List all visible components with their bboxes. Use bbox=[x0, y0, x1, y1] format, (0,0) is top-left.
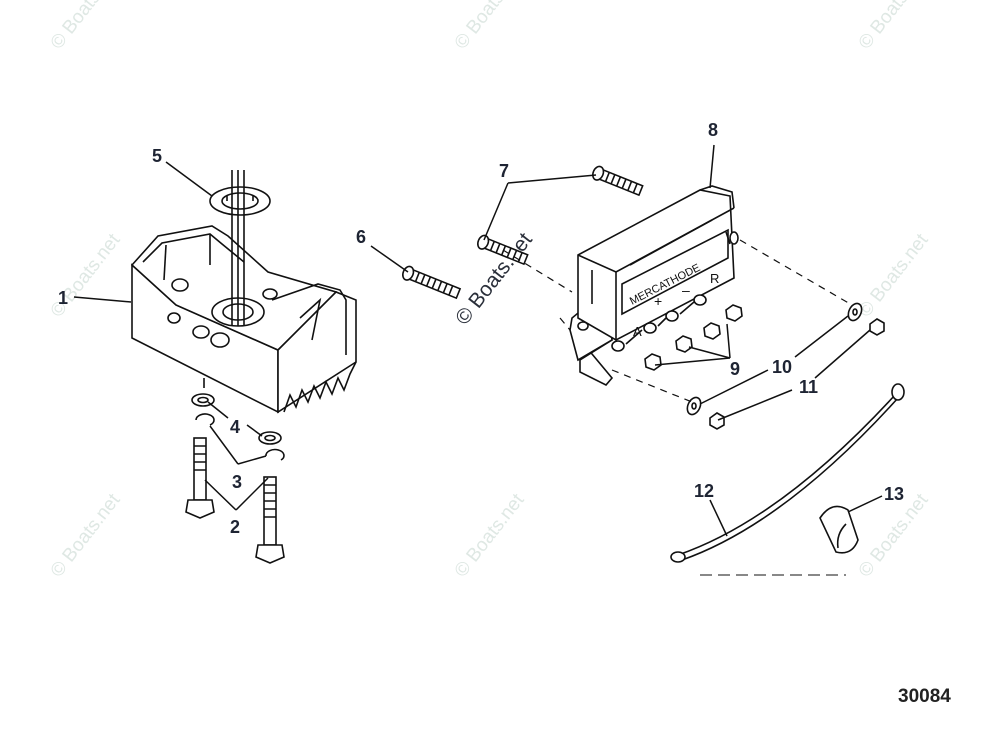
callout-13: 13 bbox=[884, 484, 905, 504]
bracket-part bbox=[130, 225, 357, 414]
callout-2: 2 bbox=[230, 517, 241, 537]
callout-4: 4 bbox=[230, 417, 241, 437]
terminal-label-a: A bbox=[633, 324, 642, 339]
callout-12: 12 bbox=[694, 481, 715, 501]
callout-10: 10 bbox=[772, 357, 793, 377]
callout-6: 6 bbox=[356, 227, 367, 247]
nuts bbox=[644, 304, 743, 371]
figure-number: 30084 bbox=[898, 686, 951, 707]
callout-1: 1 bbox=[58, 288, 69, 308]
cap-part bbox=[819, 505, 859, 554]
grommet-part bbox=[209, 170, 271, 326]
callout-11: 11 bbox=[799, 377, 819, 397]
terminal-label-r: R bbox=[710, 271, 719, 286]
callout-8: 8 bbox=[708, 120, 719, 140]
mercathode-controller bbox=[569, 185, 739, 386]
terminal-label-minus: – bbox=[682, 282, 690, 298]
terminal-label-plus: + bbox=[654, 293, 662, 309]
hardware-left bbox=[185, 393, 285, 564]
callout-3: 3 bbox=[232, 472, 243, 492]
callout-9: 9 bbox=[730, 359, 741, 379]
alignment-lines bbox=[502, 239, 853, 403]
terminal-studs bbox=[611, 294, 707, 352]
ground-lead bbox=[670, 383, 905, 576]
leader-lines bbox=[73, 144, 883, 537]
callout-5: 5 bbox=[152, 146, 163, 166]
callout-7: 7 bbox=[499, 161, 510, 181]
